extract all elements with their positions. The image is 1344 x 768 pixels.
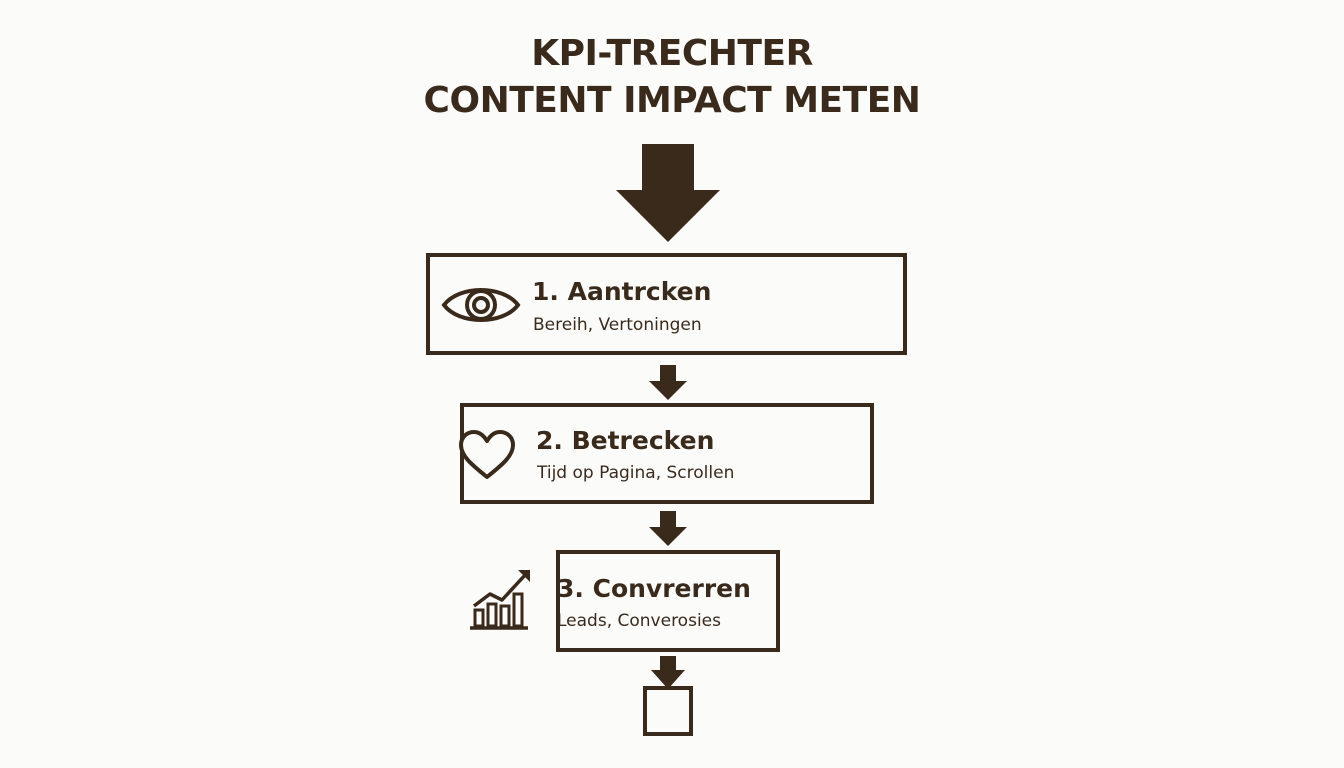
diagram-title-line-2: CONTENT IMPACT METEN xyxy=(423,80,921,121)
down-arrow-1 xyxy=(649,365,687,400)
funnel-stage-3 xyxy=(556,550,780,652)
down-arrow-3 xyxy=(651,656,685,689)
down-arrow-2 xyxy=(649,511,687,546)
heart-icon xyxy=(459,430,515,479)
funnel-stage-1 xyxy=(426,253,907,355)
bar-chart-trend-icon xyxy=(470,570,530,630)
stage-1-title: 1. Aantrcken xyxy=(532,277,712,306)
diagram-title-line-1: KPI-TRECHTER xyxy=(531,33,813,74)
stage-2-title: 2. Betrecken xyxy=(536,426,715,455)
stage-2-subtitle: Tijd op Pagina, Scrollen xyxy=(537,463,735,483)
stage-1-subtitle: Bereih, Vertoningen xyxy=(533,315,702,335)
stage-3-subtitle: Leads, Converosies xyxy=(557,611,721,631)
stage-3-title: 3. Convrerren xyxy=(557,574,751,603)
down-arrow-large xyxy=(616,144,720,242)
funnel-end-box xyxy=(643,686,693,736)
eye-icon xyxy=(441,288,521,322)
